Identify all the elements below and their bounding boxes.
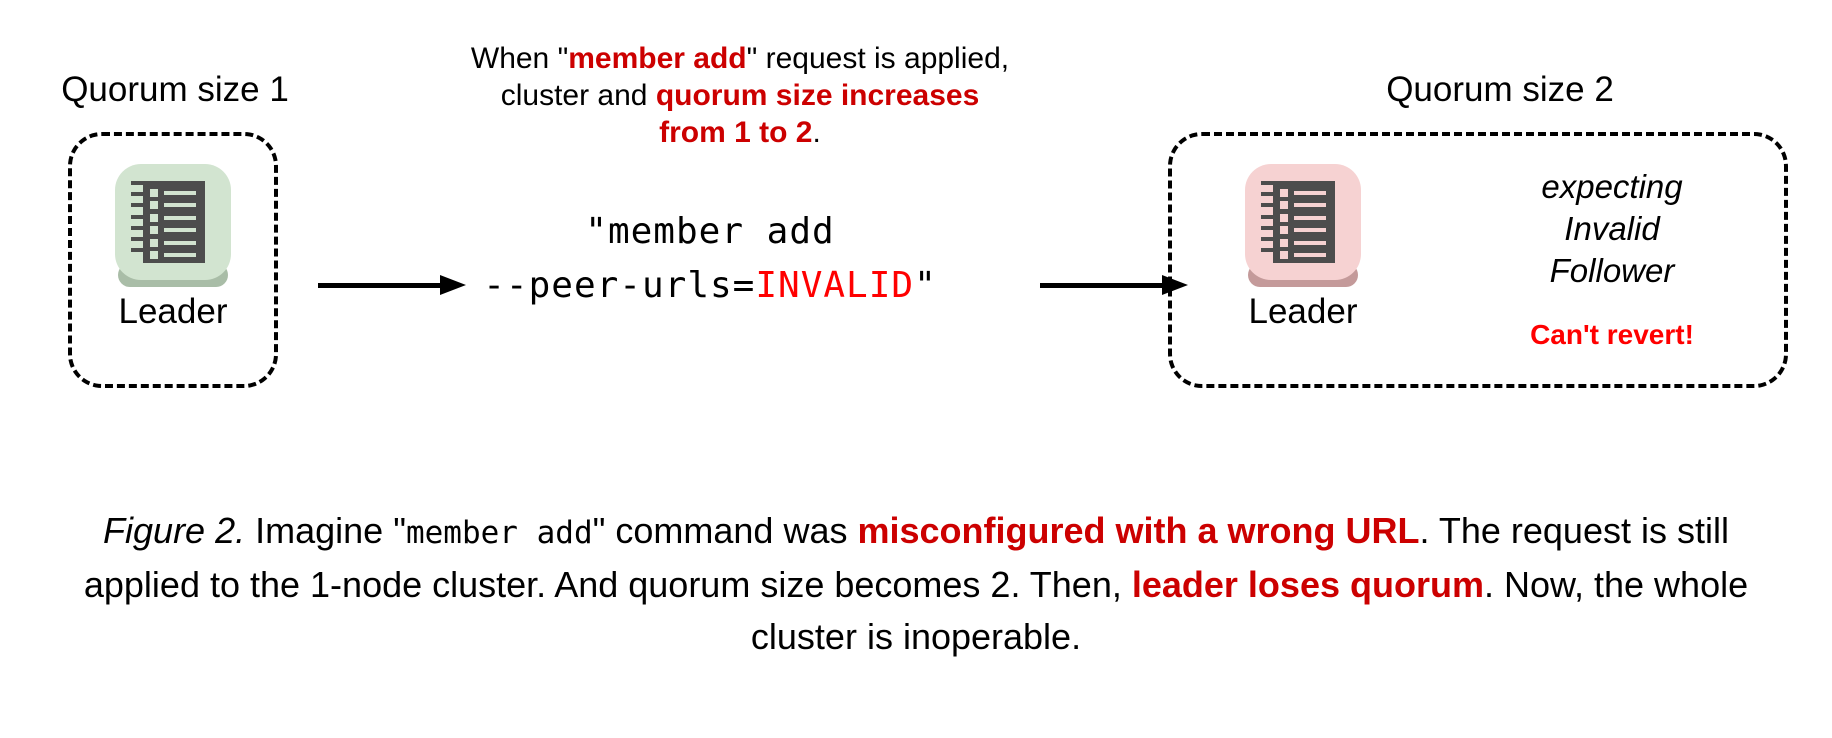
command-invalid-value: INVALID xyxy=(755,265,915,306)
caption-figure-number: Figure 2. xyxy=(103,510,246,551)
caption-emphasis-1: misconfigured with a wrong URL xyxy=(857,510,1420,551)
status-line-1: expecting xyxy=(1541,168,1683,205)
caption-emphasis-2: leader loses quorum xyxy=(1131,564,1484,605)
command-line-2: --peer-urls=INVALID" xyxy=(470,259,950,313)
annotation-line2-emphasis: quorum size increases xyxy=(655,79,980,112)
right-quorum-size-label: Quorum size 2 xyxy=(1386,70,1614,109)
annotation-line1-pre: When " xyxy=(470,42,569,75)
member-add-command: "member add --peer-urls=INVALID" xyxy=(470,205,950,313)
status-line-3: Follower xyxy=(1549,252,1675,289)
server-ports-icon xyxy=(1261,181,1275,263)
command-flag: --peer-urls= xyxy=(483,265,756,306)
annotation-line1-emphasis: member add xyxy=(568,42,747,75)
annotation-line3-emphasis: from 1 to 2 xyxy=(659,116,813,149)
annotation-line1-post: " request is applied, xyxy=(746,42,1010,75)
figure-caption: Figure 2. Imagine "member add" command w… xyxy=(40,505,1792,663)
caption-command-mono: member add xyxy=(405,515,593,551)
caption-segment-2: " command was xyxy=(592,510,858,551)
cant-revert-warning: Can't revert! xyxy=(1530,319,1694,350)
left-node-label: Leader xyxy=(118,292,228,331)
server-icon xyxy=(143,181,205,263)
right-node: Leader xyxy=(1202,164,1404,332)
annotation-line3-post: . xyxy=(812,116,821,149)
left-server-tile xyxy=(115,164,231,287)
arrow-apply-request xyxy=(318,275,468,295)
caption-segment-4: . Now, the whole cluster is inoperable. xyxy=(750,564,1749,657)
left-node: Leader xyxy=(72,164,274,332)
caption-segment-1: Imagine " xyxy=(245,510,406,551)
left-quorum-size-label: Quorum size 1 xyxy=(61,70,289,109)
command-quote-close: " xyxy=(914,265,937,306)
right-node-label: Leader xyxy=(1248,292,1358,331)
annotation-line2-pre: cluster and xyxy=(500,79,656,112)
right-server-tile xyxy=(1245,164,1361,287)
right-cluster-box: Leader expecting Invalid Follower Can't … xyxy=(1168,132,1788,388)
caption-segment-3: . The request is still applied to the 1-… xyxy=(83,510,1729,605)
status-line-2: Invalid xyxy=(1564,210,1660,247)
invalid-follower-status: expecting Invalid Follower xyxy=(1462,166,1762,292)
server-icon xyxy=(1273,181,1335,263)
left-cluster-box: Leader xyxy=(68,132,278,388)
transition-annotation: When "member add" request is applied, cl… xyxy=(400,40,1080,151)
command-line-1: "member add xyxy=(585,211,835,252)
server-ports-icon xyxy=(131,181,145,263)
